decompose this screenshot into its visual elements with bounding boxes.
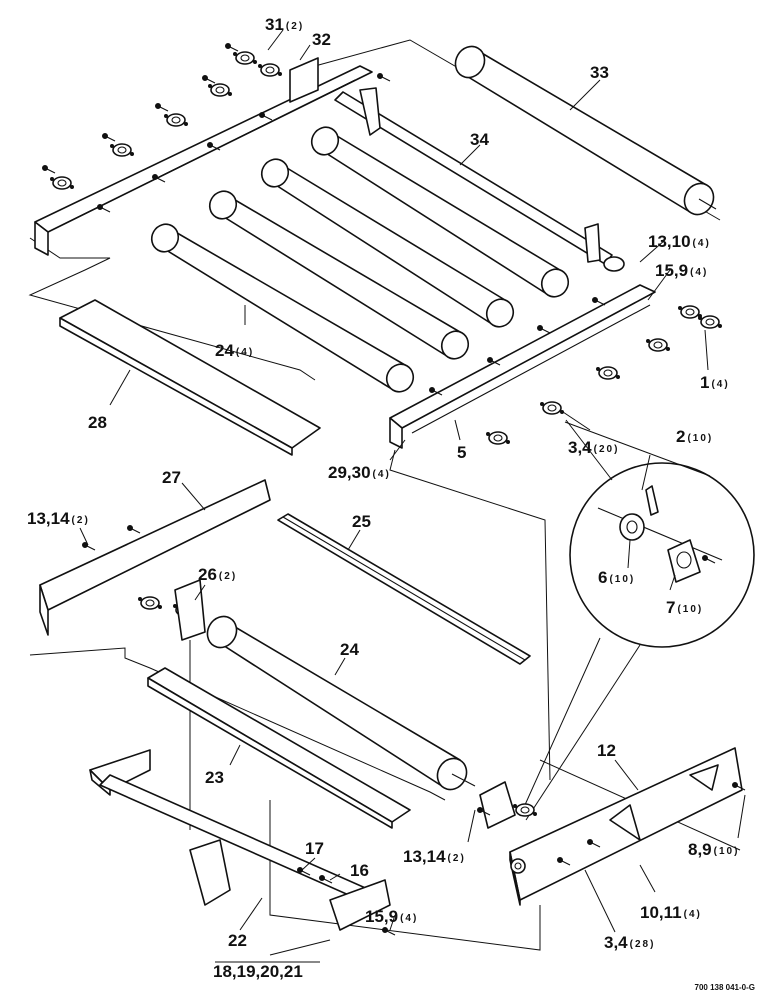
- callout-2: 2(10): [676, 427, 713, 446]
- callout-33: 33: [590, 63, 609, 82]
- roller-33: [454, 45, 717, 216]
- plate-28: [59, 299, 321, 456]
- leader-lines: [79, 29, 746, 956]
- callout-26: 26(2): [198, 565, 237, 584]
- bearings-26: [137, 579, 206, 641]
- left-frame-32: [34, 57, 373, 256]
- detail-circle: [519, 419, 755, 821]
- callout-12: 12: [597, 741, 616, 760]
- callout-31: 31(2): [265, 15, 304, 34]
- callout-17: 17: [305, 839, 324, 858]
- callout-27: 27: [162, 468, 181, 487]
- roller-24-lower: [206, 615, 476, 791]
- right-frame-5: [389, 284, 656, 449]
- callout-18-21: 18,19,20,21: [213, 962, 303, 981]
- callout-24-lower: 24: [340, 640, 359, 659]
- callout-13-14-lower: 13,14(2): [403, 847, 466, 866]
- plate-23: [147, 667, 411, 829]
- callout-5: 5: [457, 443, 466, 462]
- callout-3-4-upper: 3,4(20): [568, 438, 619, 457]
- shaft-34: [334, 87, 625, 272]
- callout-8-9: 8,9(10): [688, 840, 739, 859]
- callout-25: 25: [352, 512, 371, 531]
- callout-1: 1(4): [700, 373, 730, 392]
- callout-13-10: 13,10(4): [648, 232, 711, 251]
- callout-3-4-lower: 3,4(28): [604, 933, 655, 952]
- callout-32: 32: [312, 30, 331, 49]
- callout-labels: 31(2) 32 33 34 13,10(4) 15,9(4) 1(4) 24(…: [27, 15, 739, 981]
- callout-24-upper: 24(4): [215, 341, 254, 360]
- lower-assembly: [29, 479, 746, 951]
- callout-29-30: 29,30(4): [328, 463, 391, 482]
- callout-15-9-lower: 15,9(4): [365, 907, 418, 926]
- callout-23: 23: [205, 768, 224, 787]
- callout-13-14-left: 13,14(2): [27, 509, 90, 528]
- callout-34: 34: [470, 130, 489, 149]
- right-bearings: [485, 305, 723, 445]
- callout-16: 16: [350, 861, 369, 880]
- lower-right-bearing: [476, 781, 538, 829]
- frame-12: [509, 747, 746, 906]
- shaft-25: [277, 513, 531, 665]
- drawing-code: 700 138 041-0-G: [695, 983, 756, 992]
- callout-28: 28: [88, 413, 107, 432]
- rollers-24: [150, 126, 570, 393]
- bracket-22: [89, 749, 396, 936]
- callout-22: 22: [228, 931, 247, 950]
- callout-6: 6(10): [598, 568, 635, 587]
- frame-27: [39, 479, 271, 636]
- callout-15-9-upper: 15,9(4): [655, 261, 708, 280]
- callout-7: 7(10): [666, 598, 703, 617]
- callout-10-11: 10,11(4): [640, 903, 702, 922]
- upper-assembly: [28, 39, 723, 781]
